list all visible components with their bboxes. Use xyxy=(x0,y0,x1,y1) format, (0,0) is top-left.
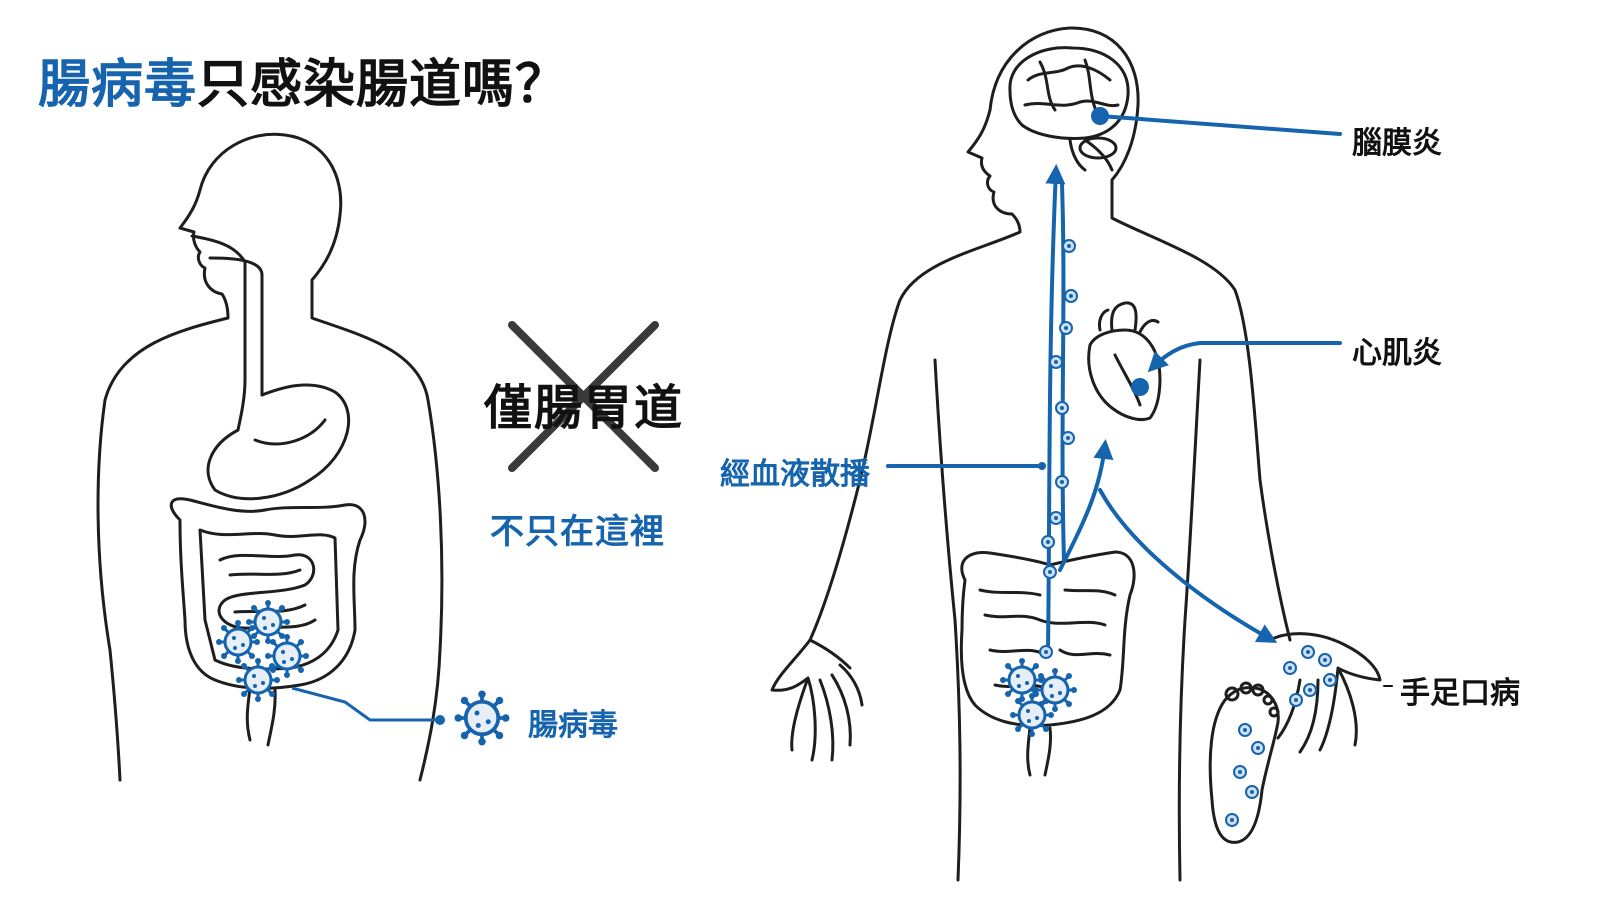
heart xyxy=(1087,301,1162,422)
brain xyxy=(1008,46,1130,172)
sub-text: 不只在這裡 xyxy=(490,512,665,552)
virus-icon xyxy=(1008,691,1056,739)
virus-icon xyxy=(263,632,311,680)
virus-leader-line xyxy=(291,686,440,722)
brain-marker xyxy=(1091,107,1109,125)
virus-legend-icon xyxy=(452,688,512,748)
label-myocarditis: 心肌炎 xyxy=(1352,336,1442,371)
right-digestive-tract xyxy=(959,550,1136,777)
cross-out-mark xyxy=(508,321,659,472)
title-rest: 只感染腸道嗎？ xyxy=(197,55,569,115)
virus-icon xyxy=(244,598,292,646)
label-meningitis: 腦膜炎 xyxy=(1352,126,1442,161)
label-leaders xyxy=(1098,114,1393,687)
right-body-outline xyxy=(770,26,1382,882)
page-title: 腸病毒只感染腸道嗎？ xyxy=(38,42,568,117)
leader-dot xyxy=(435,715,445,725)
virus-icon xyxy=(214,618,262,666)
blood-particles xyxy=(1039,239,1078,659)
left-body-outline xyxy=(96,132,444,782)
spread-label: 經血液散播 xyxy=(720,457,870,492)
virus-icon xyxy=(234,656,282,704)
heart-marker xyxy=(1131,378,1149,396)
virus-icon xyxy=(998,656,1046,704)
spread-arrows xyxy=(886,164,1278,652)
title-highlight: 腸病毒 xyxy=(38,55,198,115)
spread-dot xyxy=(1038,462,1046,470)
right-virus-cluster xyxy=(998,656,1079,739)
virus-label: 腸病毒 xyxy=(528,708,618,743)
label-hfmd: 手足口病 xyxy=(1400,676,1520,711)
digestive-tract xyxy=(169,234,367,747)
crossed-text: 僅腸胃道 xyxy=(484,380,685,436)
